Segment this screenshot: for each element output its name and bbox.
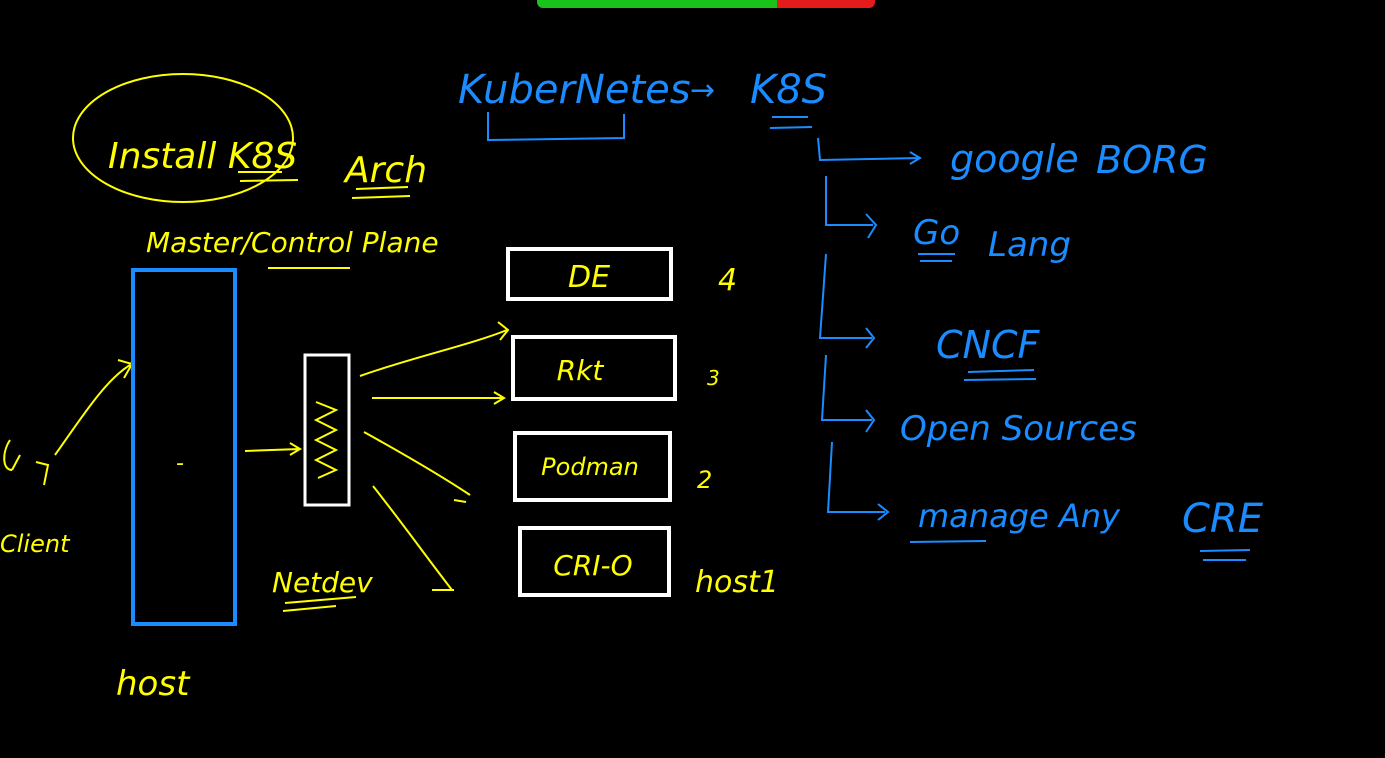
k8s-tree-lines bbox=[817, 137, 922, 521]
branch-open-line bbox=[820, 354, 876, 433]
arch-text: Arch bbox=[343, 150, 427, 191]
go-underline bbox=[918, 253, 955, 262]
branch-golang: Go Lang bbox=[913, 213, 1071, 265]
arrow-to-crio bbox=[372, 485, 454, 591]
stop-share-button[interactable] bbox=[777, 0, 875, 8]
branch-cncf-text: CNCF bbox=[936, 323, 1040, 367]
runtime-de-count: 4 bbox=[718, 263, 737, 298]
client-figure bbox=[3, 439, 50, 486]
arrow-to-rkt bbox=[372, 391, 506, 405]
screen-share-bar[interactable] bbox=[537, 0, 875, 8]
branch-google-text: google bbox=[950, 137, 1079, 181]
branch-manage-line bbox=[826, 441, 890, 521]
branch-cre-text: CRE bbox=[1182, 496, 1264, 542]
runtime-crio-label: CRI-O bbox=[553, 549, 632, 582]
k8s-underline bbox=[769, 116, 813, 129]
runtime-crio-box bbox=[518, 526, 671, 597]
runtime-rkt-count: 3 bbox=[707, 366, 720, 390]
master-node-box bbox=[131, 268, 237, 626]
master-node-mark: - bbox=[176, 451, 184, 476]
branch-go-text: Go bbox=[913, 213, 960, 253]
branch-manage: manage Any CRE bbox=[909, 496, 1264, 561]
runtime-rkt-box bbox=[511, 335, 677, 401]
arrow-to-de bbox=[359, 321, 510, 377]
arrow-to-podman bbox=[363, 431, 471, 503]
runtime-arrows bbox=[359, 321, 510, 591]
share-status-indicator bbox=[537, 0, 777, 8]
install-circle bbox=[72, 73, 294, 203]
netdev-coil bbox=[313, 401, 339, 479]
branch-google: google BORG bbox=[950, 137, 1208, 182]
runtime-podman-box bbox=[513, 431, 672, 502]
runtime-rkt-label: Rkt bbox=[557, 354, 605, 387]
runtime-crio: CRI-O host1 bbox=[518, 526, 779, 600]
netdev-box bbox=[303, 353, 351, 507]
runtime-podman-label: Podman bbox=[541, 453, 639, 481]
client-label: Client bbox=[0, 530, 71, 558]
k8s-underline bbox=[238, 171, 299, 182]
branch-manage-text: manage Any bbox=[918, 497, 1121, 535]
branch-google-line bbox=[817, 137, 922, 165]
branch-lang-text: Lang bbox=[988, 225, 1071, 265]
cre-underline bbox=[1199, 549, 1251, 561]
runtime-podman: Podman 2 bbox=[513, 431, 712, 502]
kubernetes-heading: KuberNetes → K8S bbox=[458, 67, 827, 142]
manage-underline bbox=[909, 540, 987, 543]
host1-label: host1 bbox=[695, 565, 779, 600]
runtime-rkt: Rkt 3 bbox=[511, 335, 720, 401]
kube-underline bbox=[487, 112, 625, 142]
runtime-de-box bbox=[506, 247, 673, 301]
runtime-podman-count: 2 bbox=[697, 466, 712, 494]
host-label: host bbox=[116, 664, 191, 704]
branch-go-line bbox=[825, 176, 878, 239]
install-k8s-text: Install K8S bbox=[108, 136, 297, 177]
runtime-de-label: DE bbox=[568, 260, 610, 295]
kubernetes-title: KuberNetes bbox=[458, 67, 691, 113]
title-arrow: → bbox=[690, 73, 715, 108]
branch-cncf-line bbox=[818, 253, 876, 349]
k8s-abbrev: K8S bbox=[750, 67, 827, 113]
branch-open-sources: Open Sources bbox=[900, 409, 1137, 449]
client-group: Client bbox=[0, 359, 134, 558]
arch-note: Arch bbox=[343, 150, 427, 199]
runtime-de: DE 4 bbox=[506, 247, 737, 301]
netdev-underline bbox=[282, 596, 357, 612]
branch-open-text: Open Sources bbox=[900, 409, 1137, 449]
cncf-underline bbox=[963, 369, 1037, 381]
master-to-netdev-arrow bbox=[244, 442, 302, 456]
branch-cncf: CNCF bbox=[936, 323, 1040, 381]
client-to-master-arrow bbox=[54, 359, 134, 456]
install-k8s-note: Install K8S bbox=[72, 73, 299, 203]
netdev-label: Netdev bbox=[272, 566, 373, 599]
branch-borg-text: BORG bbox=[1096, 138, 1208, 182]
arch-underline bbox=[351, 186, 411, 199]
master-control-plane-label: Master/Control Plane bbox=[146, 226, 439, 259]
